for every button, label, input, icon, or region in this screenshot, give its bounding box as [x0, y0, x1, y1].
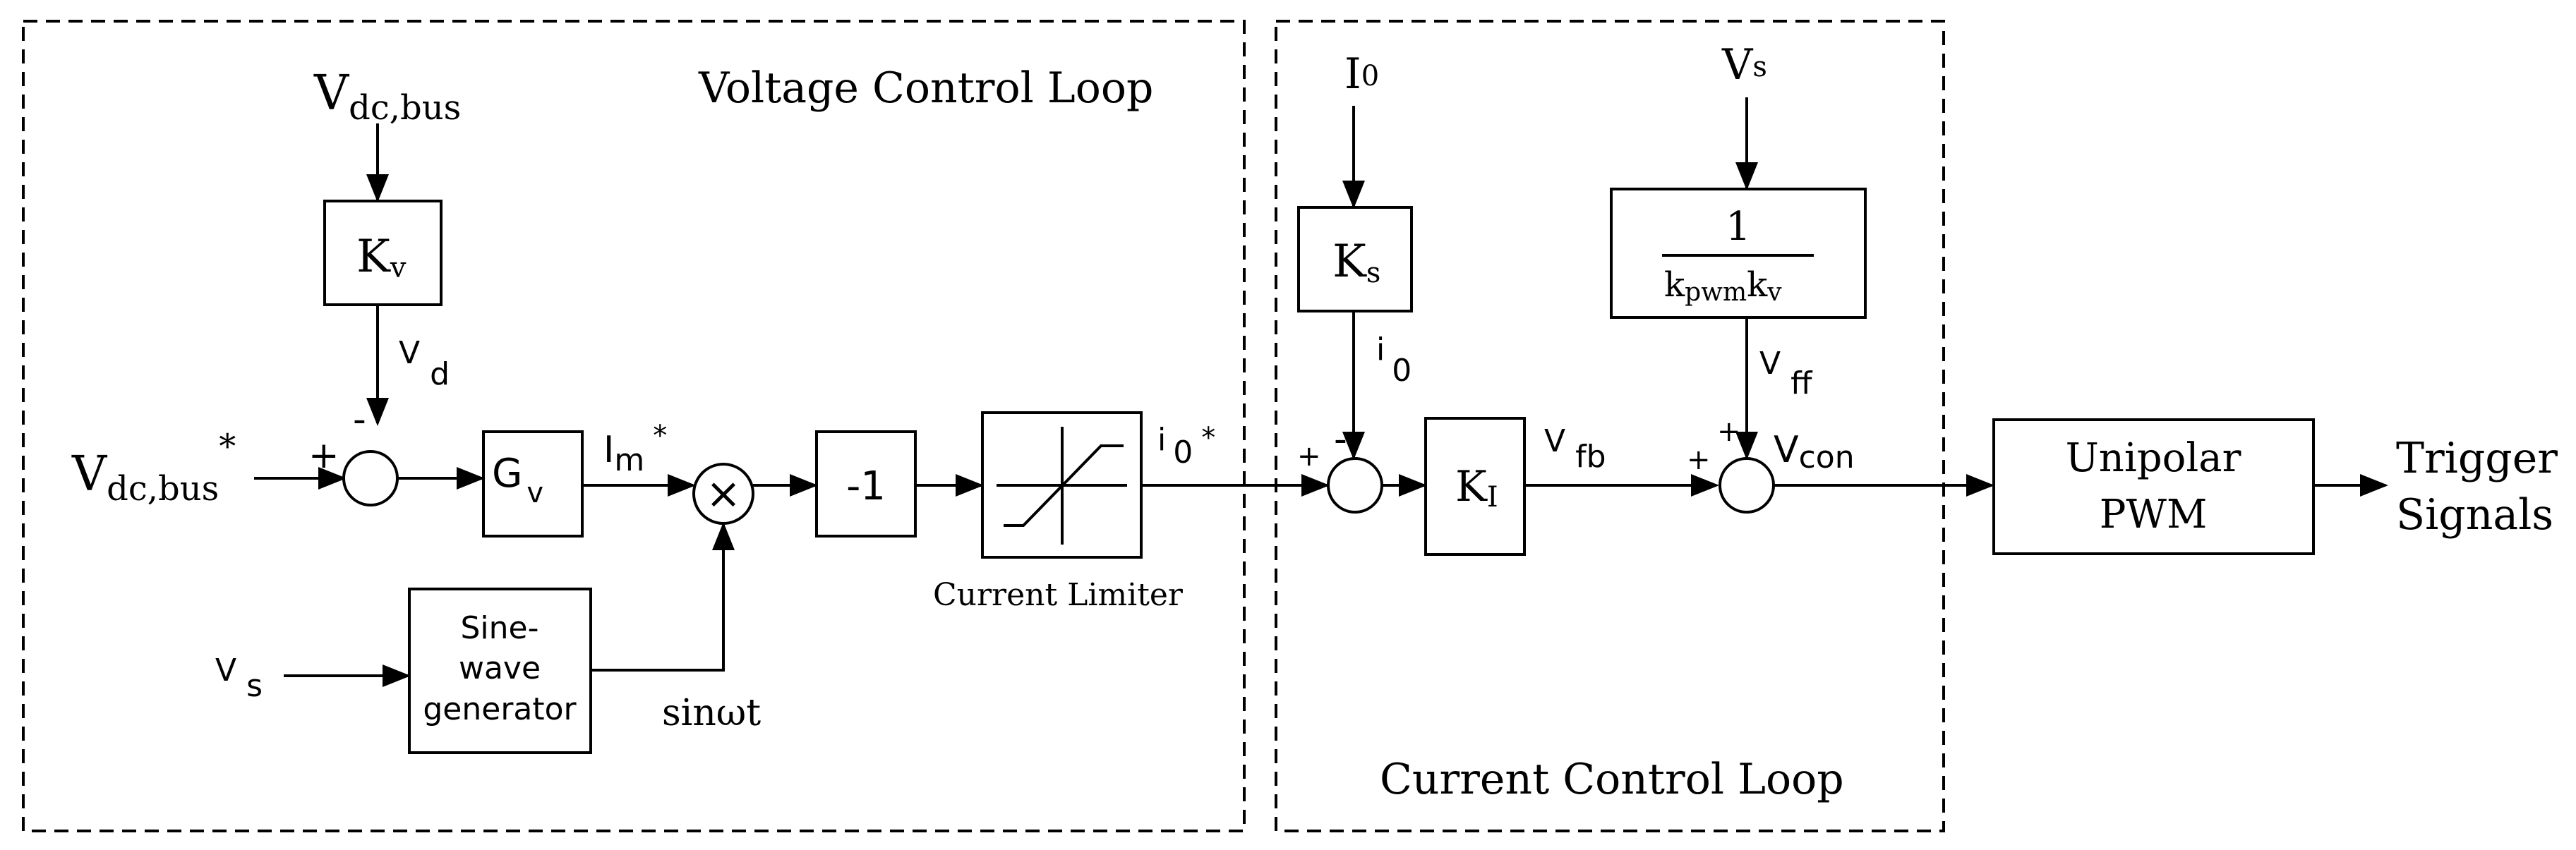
signal-im-star: Im*	[603, 420, 667, 478]
block-pwm-line2: PWM	[2100, 492, 2208, 538]
block-feedforward-denominator: kpwmkv	[1664, 265, 1782, 307]
block-gv	[482, 430, 584, 538]
sum3-plus-top: +	[1717, 415, 1741, 448]
voltage-loop-title: Voltage Control Loop	[698, 63, 1153, 113]
block-pwm-line1: Unipolar	[2066, 435, 2241, 481]
sum3-plus-left: +	[1687, 444, 1711, 476]
multiplier-sign: ×	[706, 469, 741, 518]
sum1-plus-sign: +	[308, 435, 339, 477]
current-loop-title: Current Control Loop	[1380, 755, 1844, 804]
block-sine-line3: generator	[423, 691, 577, 727]
sum2-minus-sign: -	[1334, 418, 1347, 461]
signal-vdcbus-reference: Vdc,bus*	[71, 427, 236, 509]
signal-i0-feedback: i0	[1376, 332, 1412, 389]
block-feedforward-numerator: 1	[1726, 204, 1751, 250]
voltage-control-loop-region	[22, 20, 1246, 832]
signal-vff: Vff	[1759, 346, 1813, 401]
summing-junction-current	[1327, 457, 1383, 514]
block-sine-line1: Sine-	[461, 610, 539, 646]
block-kv-label: Kv	[356, 231, 407, 284]
sum2-plus-sign: +	[1297, 440, 1321, 473]
signal-vd: Vd	[399, 335, 450, 392]
output-trigger-line1: Trigger	[2396, 434, 2558, 483]
block-sine-wave-generator	[408, 588, 592, 754]
signal-vs-top: Vs	[1721, 40, 1767, 90]
signal-sinwt: sinωt	[662, 692, 761, 734]
limiter-saturation-curve	[1004, 444, 1124, 527]
block-unipolar-pwm	[1992, 418, 2315, 555]
block-ki-label: KI	[1455, 462, 1498, 514]
current-control-loop-region	[1275, 20, 1945, 832]
summing-junction-output	[1719, 457, 1775, 514]
wire-sine-to-multiplier	[591, 522, 735, 672]
block-negative-one-label: -1	[846, 463, 886, 509]
block-current-limiter-label: Current Limiter	[933, 577, 1184, 613]
block-feedforward	[1610, 188, 1867, 319]
block-ki	[1424, 417, 1526, 556]
block-ks	[1297, 206, 1413, 312]
signal-vdcbus-feedback: Vdc,bus	[313, 66, 461, 128]
sum1-minus-sign: -	[353, 399, 366, 441]
summing-junction-voltage	[342, 450, 399, 506]
output-trigger-line2: Signals	[2396, 490, 2553, 540]
block-sine-line2: wave	[459, 650, 541, 686]
block-ks-label: Ks	[1332, 236, 1380, 289]
signal-i0-top: I0	[1344, 49, 1379, 99]
block-kv	[323, 200, 443, 306]
signal-vcon: Vcon	[1774, 429, 1855, 475]
